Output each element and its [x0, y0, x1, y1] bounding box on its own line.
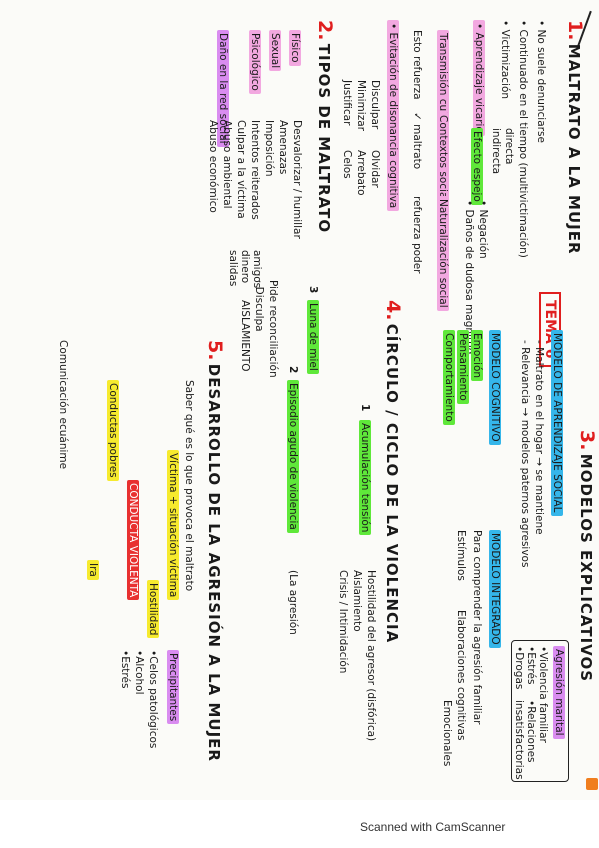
- s1-bullet: • No suele denunciarse: [535, 20, 547, 143]
- s4-luna-de-miel: Luna de miel: [307, 300, 319, 374]
- s3-comprender: Para comprender la agresión familiar: [471, 530, 483, 725]
- s3-comportamiento: Comportamiento: [443, 330, 455, 425]
- s1-negacion: • Negación: [477, 200, 489, 259]
- s4-aislamiento: Aislamiento: [351, 570, 363, 632]
- s1-refuerza: Esto refuerza: [411, 30, 423, 100]
- s2-amenazas: Amenazas: [277, 120, 289, 175]
- s4-heading: 4. CÍRCULO / CICLO DE LA VIOLENCIA: [382, 300, 404, 644]
- s5-ira: Ira: [87, 560, 99, 580]
- s3-elaboraciones: Elaboraciones cognitivas: [455, 610, 467, 741]
- s3-modelo-cognitivo: MODELO COGNITIVO: [489, 330, 501, 445]
- s2-desvalorizar: Desvalorizar / humillar: [291, 120, 303, 239]
- s4-title: CÍRCULO / CICLO DE LA VIOLENCIA: [383, 323, 401, 644]
- s2-aislamiento: AISLAMIENTO: [239, 300, 251, 372]
- s5-conducta-violenta: CONDUCTA VIOLENTA: [127, 480, 139, 601]
- s4-number: 4.: [382, 300, 404, 321]
- s2-psicologico: Psicológico: [249, 30, 261, 94]
- s3-relaciones: •Relaciones insatisfactorias: [513, 700, 537, 780]
- s3-number: 3.: [576, 430, 598, 451]
- s4-disculpa: · Disculpa: [253, 280, 265, 332]
- s2-culpar: Culpar a la víctima: [235, 120, 247, 219]
- s5-precipitantes: Precipitantes: [167, 650, 179, 725]
- s1-celos: Celos: [341, 150, 353, 179]
- s3-violencia-familiar: •Violencia familiar: [537, 646, 549, 743]
- corner-tab: [586, 778, 598, 790]
- s2-fisico: Físico: [289, 30, 301, 66]
- s3-relevancia: - Relevancia → modelos paternos agresivo…: [519, 340, 531, 568]
- s3-hogar: - Maltrato en el hogar → se mantiene: [533, 340, 545, 535]
- s1-number: 1.: [564, 20, 586, 41]
- s3-modelo-integrado: MODELO INTEGRADO: [489, 530, 501, 648]
- rotated-mindmap: TEMA 6 1. MALTRATO A LA MUJER • No suele…: [57, 10, 598, 782]
- s1-bullet: • Victimización: [499, 20, 511, 100]
- s3-pensamiento: Pensamiento: [457, 330, 469, 404]
- s1-title: MALTRATO A LA MUJER: [565, 43, 583, 255]
- s1-justificar: Justificar: [341, 80, 353, 126]
- s4-crisis: Crisis / Intimidación: [337, 570, 349, 674]
- s2-abuso-economico: Abuso económico: [207, 120, 219, 213]
- s5-alcohol: •Alcohol: [133, 650, 145, 695]
- s3-emocion: Emoción: [471, 330, 483, 382]
- s4-agresion: (La agresión: [287, 570, 299, 635]
- s1-poder: refuerza poder: [411, 196, 423, 274]
- s5-celos: •Celos patológicos: [147, 650, 159, 749]
- s1-arrebato: Arrebato: [355, 150, 367, 196]
- s3-agresion-marital: Agresión marital: [553, 646, 565, 739]
- s4-episodio: Episodio agudo de violencia: [287, 380, 299, 533]
- scanner-watermark: Scanned with CamScanner: [360, 820, 506, 834]
- s4-hostilidad: Hostilidad del agresor (disfórica): [365, 570, 377, 742]
- s2-sexual: Sexual: [269, 30, 281, 72]
- s5-estres: •Estrés: [119, 650, 131, 689]
- s1-bullet: • Continuado en el tiempo (multivictimac…: [517, 20, 529, 258]
- s1-aprendizaje: • Aprendizaje vicario: [473, 20, 485, 136]
- s1-indirecta: indirecta: [490, 128, 502, 175]
- s4-step-2: 2: [287, 366, 299, 374]
- scanned-page: TEMA 6 1. MALTRATO A LA MUJER • No suele…: [57, 10, 598, 782]
- s5-victima: Víctima + situación víctima: [167, 450, 179, 601]
- s2-intentos: Intentos reiterados: [249, 120, 261, 220]
- s1-minimizar: Minimizar: [355, 80, 367, 131]
- s5-conductas-pobres: Conductas pobres: [107, 380, 119, 481]
- s1-efecto-espejo: Efecto espejo: [471, 128, 483, 205]
- s2-number: 2.: [314, 20, 336, 41]
- s4-step-3: 3: [307, 286, 319, 294]
- s1-maltrato: ✓ maltrato: [411, 112, 423, 170]
- s4-step-1: 1: [359, 404, 371, 412]
- s3-heading: 3. MODELOS EXPLICATIVOS: [576, 430, 598, 683]
- s2-dinero: dinero: [239, 250, 251, 284]
- s2-salidas: salidas: [227, 250, 239, 287]
- s2-heading: 2. TIPOS DE MALTRATO: [314, 20, 336, 234]
- s5-heading: 5. DESARROLLO DE LA AGRESIÓN A LA MUJER: [204, 340, 226, 762]
- s3-estres: •Estrés: [525, 646, 537, 685]
- s5-number: 5.: [204, 340, 226, 361]
- s3-estimulos: Estímulos: [455, 530, 467, 581]
- s3-drogas: •Drogas: [513, 646, 525, 690]
- s5-hostilidad: Hostilidad: [147, 580, 159, 639]
- s1-naturalizacion: Naturalización social: [437, 196, 449, 311]
- s5-title: DESARROLLO DE LA AGRESIÓN A LA MUJER: [205, 363, 223, 762]
- s5-saber: Saber qué es lo que provoca el maltrato: [183, 380, 195, 592]
- s3-title: MODELOS EXPLICATIVOS: [577, 453, 595, 683]
- s5-comunicacion: Comunicación ecuánime: [57, 340, 69, 470]
- s1-olvidar: Olvidar: [369, 150, 381, 188]
- s2-imposicion: Imposición: [263, 120, 275, 177]
- s1-heading: 1. MALTRATO A LA MUJER: [564, 20, 586, 255]
- s3-modelo-aprendizaje: MODELO DE APRENDIZAJE SOCIAL: [551, 330, 563, 516]
- s1-directa: directa: [503, 128, 515, 165]
- s4-reconciliacion: Pide reconciliación: [267, 280, 279, 378]
- s2-abuso-ambiental: Abuso ambiental: [221, 120, 233, 209]
- s2-title: TIPOS DE MALTRATO: [315, 43, 333, 234]
- s4-acumulacion: Acumulación tensión: [359, 420, 371, 536]
- s3-emocionales: Emocionales: [441, 700, 453, 767]
- s1-disculpar: Disculpar: [369, 80, 381, 130]
- s1-disonancia: • Evitación de disonancia cognitiva: [387, 20, 399, 212]
